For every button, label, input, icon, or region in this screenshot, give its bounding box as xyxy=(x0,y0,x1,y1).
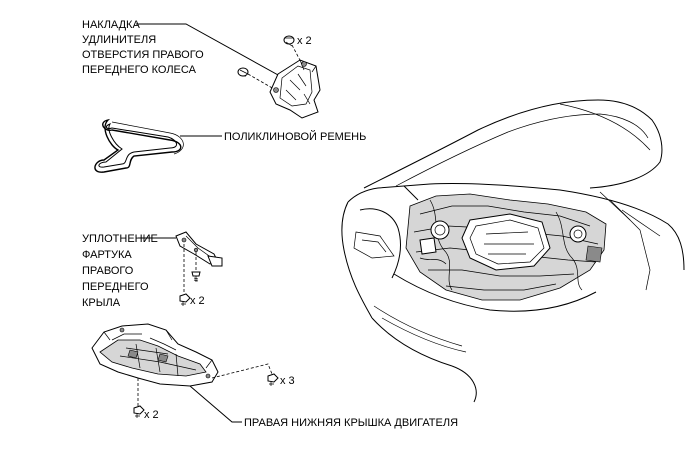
fender-seal-label-line-2: ФАРТУКА xyxy=(82,249,132,261)
fender-seal-label-line-1: УПЛОТНЕНИЕ xyxy=(82,233,158,245)
fender-seal-label-line-5: КРЫЛА xyxy=(82,297,121,309)
engine-cover-bolt-qty-bottom: x 2 xyxy=(144,409,159,421)
wheel-cover-clip-guide xyxy=(291,44,303,65)
wheel-cover-label-line-4: ПЕРЕДНЕГО КОЛЕСА xyxy=(82,64,197,76)
wheel-cover-label-line-1: НАКЛАДКА xyxy=(82,19,140,31)
engine-cover-group: x 3 x 2 ПРАВАЯ НИЖНЯЯ КРЫШКА ДВИГАТЕЛЯ xyxy=(91,323,458,429)
fender-seal-label-line-3: ПРАВОГО xyxy=(82,265,134,277)
bolt-icon xyxy=(133,405,145,418)
wheel-opening-cover-group: НАКЛАДКА УДЛИНИТЕЛЯ ОТВЕРСТИЯ ПРАВОГО ПЕ… xyxy=(82,19,321,119)
v-ribbed-belt-part xyxy=(94,118,184,173)
screw-icon xyxy=(191,271,201,282)
wheel-cover-clip-qty: x 2 xyxy=(297,35,312,47)
fender-seal-group: УПЛОТНЕНИЕ ФАРТУКА ПРАВОГО ПЕРЕДНЕГО КРЫ… xyxy=(82,231,223,309)
vehicle-engine-bay-illustration xyxy=(341,99,685,403)
fender-seal-part xyxy=(175,231,223,267)
clip-icon xyxy=(237,67,249,77)
fender-seal-bolt-qty: x 2 xyxy=(190,295,205,307)
engine-cover-label: ПРАВАЯ НИЖНЯЯ КРЫШКА ДВИГАТЕЛЯ xyxy=(244,417,458,429)
v-ribbed-belt-group: ПОЛИКЛИНОВОЙ РЕМЕНЬ xyxy=(94,118,366,173)
engine-cover-guide-right xyxy=(211,363,273,379)
wheel-cover-label-line-3: ОТВЕРСТИЯ ПРАВОГО xyxy=(82,49,204,61)
belt-label: ПОЛИКЛИНОВОЙ РЕМЕНЬ xyxy=(224,130,366,143)
bolt-icon xyxy=(179,293,191,306)
engine-cover-leader xyxy=(189,385,242,423)
engine-cover-bolt-qty-right: x 3 xyxy=(280,375,295,387)
wheel-cover-leader xyxy=(136,23,299,87)
wheel-cover-clip-guide-left xyxy=(247,73,275,90)
wheel-cover-label-line-2: УДЛИНИТЕЛЯ xyxy=(82,34,156,46)
bolt-icon xyxy=(267,373,279,386)
clip-icon xyxy=(283,35,295,47)
wheel-opening-cover-part xyxy=(269,59,321,119)
fender-seal-label-line-4: ПЕРЕДНЕГО xyxy=(82,281,149,293)
engine-under-cover-part xyxy=(91,323,219,387)
